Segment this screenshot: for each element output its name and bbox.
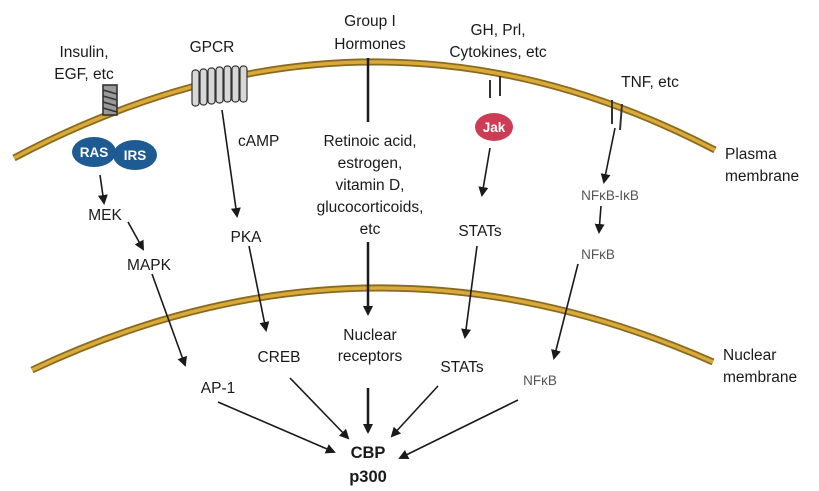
arrow-mapk-ap1 xyxy=(151,273,187,367)
arrow-stats-stats xyxy=(461,245,478,339)
ras-badge: RAS xyxy=(72,137,116,167)
nuclear-receptors-line1: Nuclear xyxy=(343,327,396,344)
p300-label: p300 xyxy=(349,468,387,486)
arrow-nfkb-cbp xyxy=(398,399,519,459)
jak-badge-shape xyxy=(475,113,513,141)
nuclear-membrane-label-line1: Nuclear xyxy=(723,347,776,364)
nuclear-membrane xyxy=(30,284,715,374)
pathway-arrows xyxy=(97,109,616,459)
nfkb-nuclear-label: NFκB xyxy=(523,373,557,388)
jak-badge: Jak xyxy=(475,113,513,141)
irs-badge: IRS xyxy=(113,140,157,170)
nfkb-cytoplasm-label: NFκB xyxy=(581,247,615,262)
tnf-receptor-icon xyxy=(611,100,623,131)
group1-label-line1: Group I xyxy=(344,13,396,30)
mek-label: MEK xyxy=(88,207,122,224)
ap1-label: AP-1 xyxy=(201,380,235,397)
arrow-ras-mek xyxy=(97,174,108,205)
pka-label: PKA xyxy=(230,229,262,246)
stats-nuclear-label: STATs xyxy=(440,359,484,376)
jak-label: Jak xyxy=(483,120,506,135)
arrow-creb-cbp xyxy=(289,377,350,440)
arrow-nfkbikb-nfkb xyxy=(594,205,605,234)
ras-badge-shape xyxy=(72,137,116,167)
insulin-label-line2: EGF, etc xyxy=(54,66,114,83)
creb-label: CREB xyxy=(257,349,300,366)
gpcr-receptor-icon xyxy=(191,65,248,107)
insulin-label-line1: Insulin, xyxy=(59,44,108,61)
arrow-nfkb-nfkb xyxy=(551,263,579,360)
arrow-ap1-cbp xyxy=(217,401,336,454)
ligands-line3: vitamin D, xyxy=(336,177,405,194)
nuclear-receptors-line2: receptors xyxy=(338,348,403,365)
arrow-stats-cbp xyxy=(390,385,439,438)
group1-label-line2: Hormones xyxy=(334,36,406,53)
ligands-line2: estrogen, xyxy=(338,155,403,172)
nuclear-membrane-label-line2: membrane xyxy=(723,369,797,386)
gh-label-line2: Cytokines, etc xyxy=(449,44,547,61)
cbp-label: CBP xyxy=(351,444,386,462)
stats-cytoplasm-label: STATs xyxy=(458,223,502,240)
plasma-membrane-label-line1: Plasma xyxy=(725,146,777,163)
arrow-tnf-nfkbikb xyxy=(600,127,616,184)
arrow-gpcr-pka xyxy=(221,109,241,218)
gpcr-label: GPCR xyxy=(190,39,235,56)
plasma-membrane-label-line2: membrane xyxy=(725,168,799,185)
ligands-line4: glucocorticoids, xyxy=(317,199,424,216)
arrow-pka-creb xyxy=(248,245,270,332)
nfkb-ikb-label: NFκB-IκB xyxy=(581,188,639,203)
tnf-label: TNF, etc xyxy=(621,74,679,91)
arrow-jak-stats xyxy=(478,147,491,197)
irs-badge-shape xyxy=(113,140,157,170)
insulin-receptor-icon xyxy=(102,84,118,116)
camp-label: cAMP xyxy=(238,133,279,150)
mapk-label: MAPK xyxy=(127,257,172,274)
ligands-line5: etc xyxy=(360,221,381,238)
arrow-mek-mapk xyxy=(127,221,144,251)
ras-label: RAS xyxy=(80,145,109,160)
ligands-line1: Retinoic acid, xyxy=(323,133,416,150)
gh-label-line1: GH, Prl, xyxy=(470,22,525,39)
cytokine-receptor-icon xyxy=(489,76,501,98)
irs-label: IRS xyxy=(124,148,147,163)
